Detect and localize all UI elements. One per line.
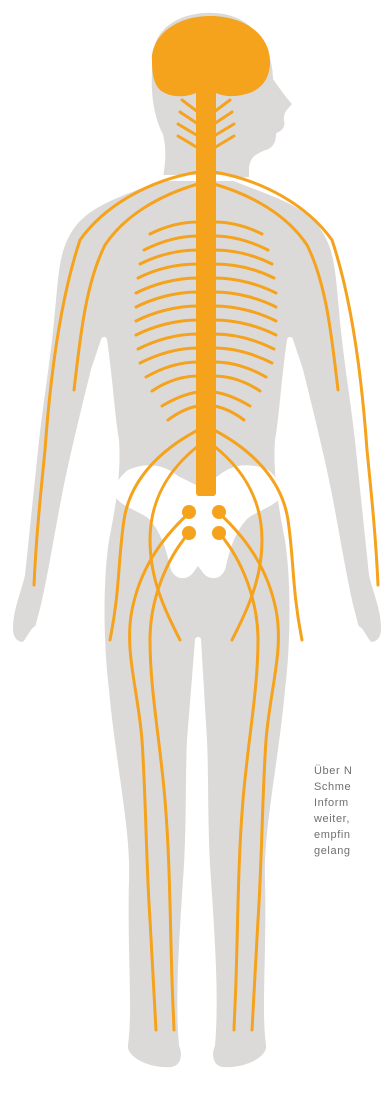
sacral-node: [182, 526, 196, 540]
spinal-cord-icon: [196, 88, 216, 496]
sacral-node: [212, 526, 226, 540]
sacral-node: [212, 505, 226, 519]
caption-line: weiter,: [314, 811, 388, 827]
caption-line: empfin: [314, 827, 388, 843]
caption-line: Über N: [314, 763, 388, 779]
caption-line: Schme: [314, 779, 388, 795]
sacral-node: [182, 505, 196, 519]
caption-line: Inform: [314, 795, 388, 811]
caption-line: gelang: [314, 843, 388, 859]
caption-text: Über N Schme Inform weiter, empfin gelan…: [314, 763, 388, 859]
brain-icon: [152, 16, 270, 100]
